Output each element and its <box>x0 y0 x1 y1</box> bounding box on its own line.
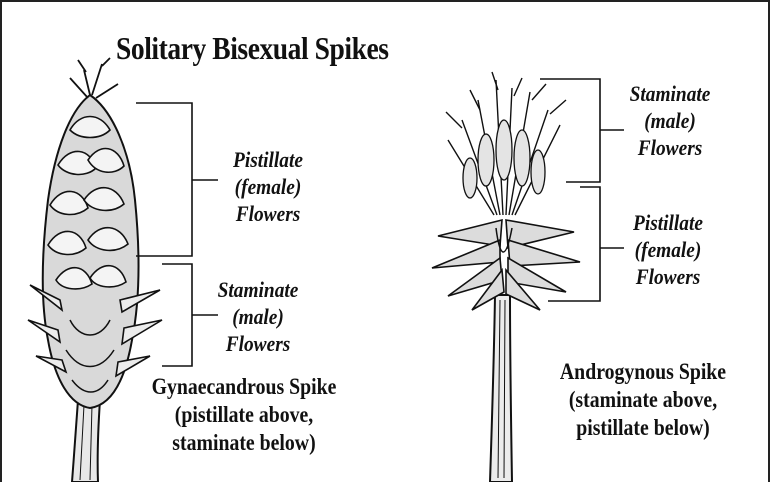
label-line: (male) <box>621 107 720 134</box>
caption-line: staminate below) <box>141 429 347 457</box>
gynaecandrous-caption: Gynaecandrous Spike (pistillate above, s… <box>141 373 347 457</box>
right-pistillate-label: Pistillate (female) Flowers <box>619 209 718 290</box>
label-line: Flowers <box>621 134 720 161</box>
label-line: Pistillate <box>619 209 718 236</box>
label-line: Staminate <box>209 276 308 303</box>
label-line: (female) <box>219 173 318 200</box>
caption-line: (pistillate above, <box>141 401 347 429</box>
androgynous-caption: Androgynous Spike (staminate above, pist… <box>546 358 740 442</box>
caption-line: pistillate below) <box>546 414 740 442</box>
caption-line: Androgynous Spike <box>546 358 740 386</box>
label-line: Flowers <box>619 263 718 290</box>
left-staminate-label: Staminate (male) Flowers <box>209 276 308 357</box>
label-line: Pistillate <box>219 146 318 173</box>
right-lower-bracket <box>548 187 624 301</box>
caption-line: (staminate above, <box>546 386 740 414</box>
label-line: (male) <box>209 303 308 330</box>
label-line: (female) <box>619 236 718 263</box>
label-line: Staminate <box>621 80 720 107</box>
label-line: Flowers <box>219 200 318 227</box>
caption-line: Gynaecandrous Spike <box>141 373 347 401</box>
left-upper-bracket <box>136 103 218 256</box>
right-staminate-label: Staminate (male) Flowers <box>621 80 720 161</box>
label-line: Flowers <box>209 330 308 357</box>
left-pistillate-label: Pistillate (female) Flowers <box>219 146 318 227</box>
right-upper-bracket <box>540 79 624 182</box>
